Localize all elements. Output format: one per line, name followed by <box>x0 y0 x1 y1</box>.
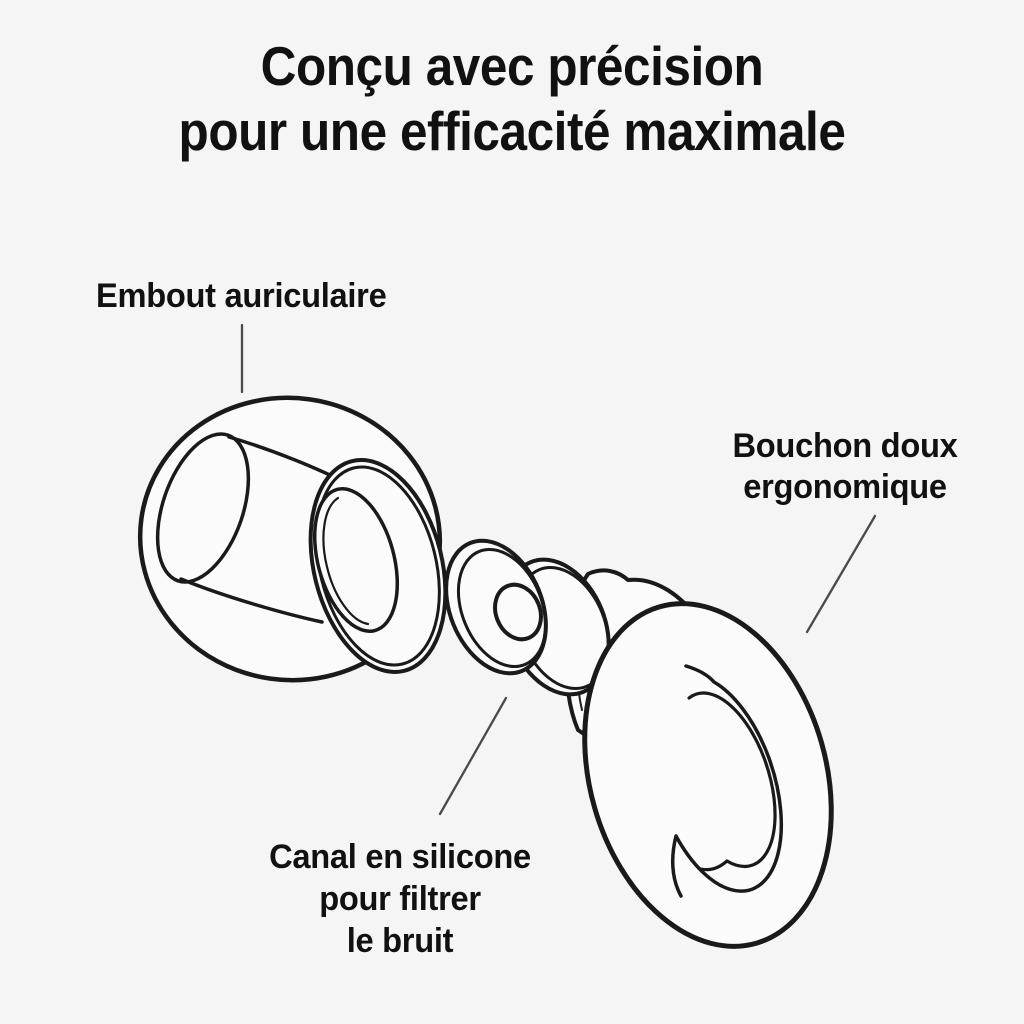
label-ear-tip: Embout auriculaire <box>96 276 422 317</box>
label-silicone-canal-line1: Canal en silicone <box>269 838 531 876</box>
ear-tip-bore-rear-opening <box>312 487 400 633</box>
label-soft-plug-line2: ergonomique <box>743 468 947 506</box>
page-title-line1: Conçu avec précision <box>260 35 764 97</box>
leader-lines <box>240 323 877 816</box>
label-soft-plug: Bouchon doux ergonomique <box>696 426 994 508</box>
ear-tip-bore-front-opening <box>155 432 251 584</box>
canal-rib1-rim <box>456 547 548 669</box>
label-silicone-canal: Canal en silicone pour filtrer le bruit <box>256 836 544 962</box>
label-soft-plug-line1: Bouchon doux <box>732 427 958 465</box>
page-title: Conçu avec précision pour une efficacité… <box>51 34 973 164</box>
ear-tip-drawing <box>137 395 448 683</box>
ear-tip-bore-bottom-line <box>179 577 324 624</box>
canal-tip-nub <box>493 582 543 642</box>
ear-tip-bore-inner-arc <box>322 496 370 626</box>
plug-hole-outer-arc <box>670 664 784 898</box>
label-ear-tip-text: Embout auriculaire <box>96 277 387 315</box>
plug-flange <box>582 601 834 949</box>
page-title-line2: pour une efficacité maximale <box>178 100 846 162</box>
label-silicone-canal-line3: le bruit <box>346 922 454 960</box>
leader-line-silicone-canal <box>438 696 508 816</box>
plug-hole-inner-arc <box>687 691 777 872</box>
leader-line-soft-plug <box>805 514 877 634</box>
soft-plug-drawing <box>582 601 834 949</box>
label-silicone-canal-line2: pour filtrer <box>319 880 481 918</box>
